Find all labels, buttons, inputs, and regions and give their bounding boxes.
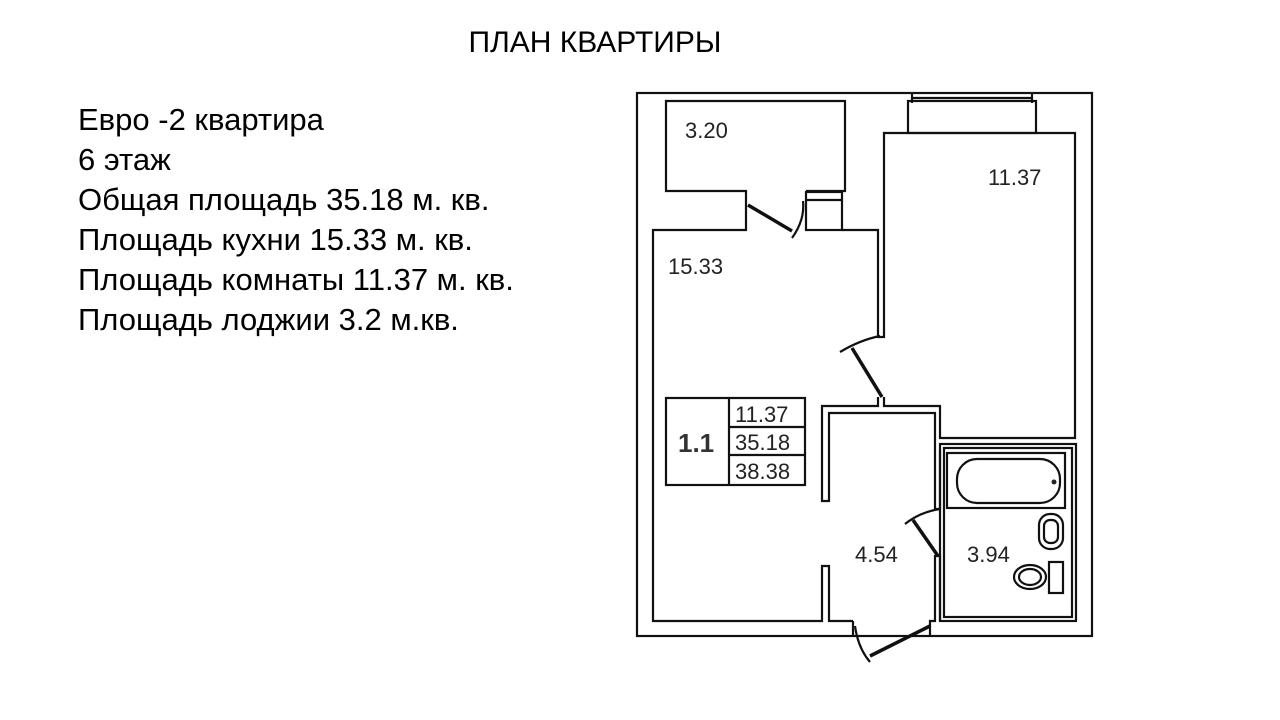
apartment-summary-box: 1.1 11.37 35.18 38.38 bbox=[664, 396, 807, 487]
info-kitchen-area: Площадь кухни 15.33 м. кв. bbox=[78, 222, 473, 257]
info-type: Евро -2 квартира bbox=[78, 102, 324, 137]
toilet-icon bbox=[1012, 560, 1065, 595]
info-total-area: Общая площадь 35.18 м. кв. bbox=[78, 182, 490, 217]
apartment-number: 1.1 bbox=[678, 428, 714, 458]
room-area-room: 11.37 bbox=[988, 165, 1041, 190]
info-floor: 6 этаж bbox=[78, 142, 171, 177]
page-title: ПЛАН КВАРТИРЫ bbox=[468, 26, 722, 59]
room-area-hall: 4.54 bbox=[855, 542, 898, 567]
sink-icon bbox=[1037, 512, 1065, 551]
walls bbox=[635, 91, 1094, 638]
room-area-bathroom: 3.94 bbox=[967, 542, 1010, 567]
doors bbox=[747, 200, 941, 663]
room-area-kitchen: 15.33 bbox=[668, 254, 723, 279]
room-area-loggia: 3.20 bbox=[685, 118, 728, 143]
bathtub-icon bbox=[945, 451, 1067, 510]
summary-total-area: 35.18 bbox=[735, 430, 790, 455]
info-loggia-area: Площадь лоджии 3.2 м.кв. bbox=[78, 302, 459, 337]
apartment-info: Евро -2 квартира 6 этаж Общая площадь 35… bbox=[78, 100, 514, 340]
summary-living-area: 11.37 bbox=[735, 402, 788, 427]
info-room-area: Площадь комнаты 11.37 м. кв. bbox=[78, 262, 514, 297]
summary-area-with-loggia: 38.38 bbox=[735, 459, 790, 484]
